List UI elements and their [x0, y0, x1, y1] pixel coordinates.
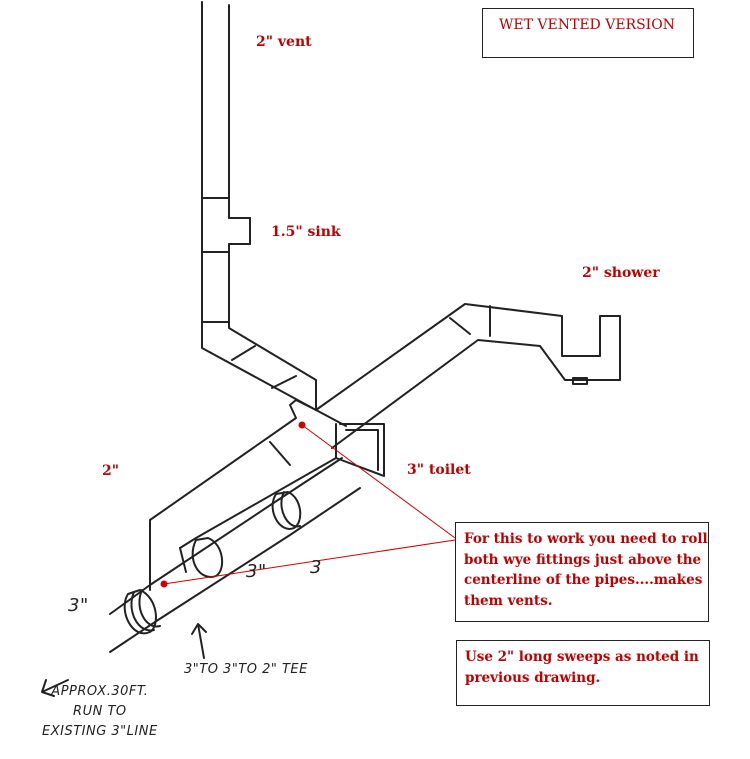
- sweeps-note-box: Use 2" long sweeps as noted in previous …: [456, 640, 710, 706]
- fitting-mid: [191, 537, 224, 578]
- marker-dot-upper: [298, 421, 306, 429]
- toilet-leg: [345, 429, 379, 471]
- fitting-right-bands: [280, 491, 301, 528]
- pointer-line-lower: [163, 539, 456, 585]
- shower-joints: [315, 305, 491, 427]
- title-box: WET VENTED VERSION: [482, 8, 694, 58]
- fitting-left: [123, 589, 157, 635]
- run-arrow: [41, 679, 69, 697]
- main-3in-top-wall: [109, 457, 343, 615]
- vent-stack-right-wall: [228, 4, 317, 411]
- shower-drain: [572, 377, 588, 385]
- three-inch-left-label: 3": [68, 595, 89, 616]
- main-pipe-lower-wall: [179, 423, 337, 549]
- fitting-right: [271, 491, 302, 530]
- marker-dot-lower: [160, 580, 168, 588]
- vent-stack-left-wall: [201, 1, 317, 411]
- tee-arrow: [191, 623, 207, 659]
- tee-note: 3"TO 3"TO 2" TEE: [184, 662, 308, 677]
- three-inch-mid-label: 3": [246, 561, 267, 582]
- three-inch-right-label: 3: [310, 557, 322, 578]
- sink-stub: [228, 217, 251, 245]
- shower-branch-upper: [315, 303, 621, 449]
- toilet-label: 3" toilet: [407, 462, 471, 478]
- pointer-line-upper: [301, 424, 456, 539]
- diagram-title: WET VENTED VERSION: [499, 17, 675, 33]
- fitting-left-bands: [130, 589, 161, 632]
- sweeps-note-text: Use 2" long sweeps as noted in previous …: [465, 649, 699, 686]
- vent-joints: [201, 197, 297, 389]
- left-size-label: 2": [102, 463, 120, 479]
- vent-label: 2" vent: [256, 34, 312, 50]
- main-3in-inner: [149, 541, 187, 591]
- shower-label: 2" shower: [582, 265, 660, 281]
- wye-note-box: For this to work you need to roll both w…: [455, 522, 709, 622]
- wye-note-text: For this to work you need to roll both w…: [464, 531, 708, 609]
- toilet-wye: [335, 423, 385, 477]
- main-pipe-upper-wall: [149, 399, 297, 543]
- sink-label: 1.5" sink: [271, 224, 341, 240]
- main-pipe-joints: [269, 399, 317, 466]
- main-3in-bottom-wall: [109, 487, 361, 653]
- run-note: APPROX.30FT. RUN TO EXISTING 3"LINE: [42, 684, 158, 739]
